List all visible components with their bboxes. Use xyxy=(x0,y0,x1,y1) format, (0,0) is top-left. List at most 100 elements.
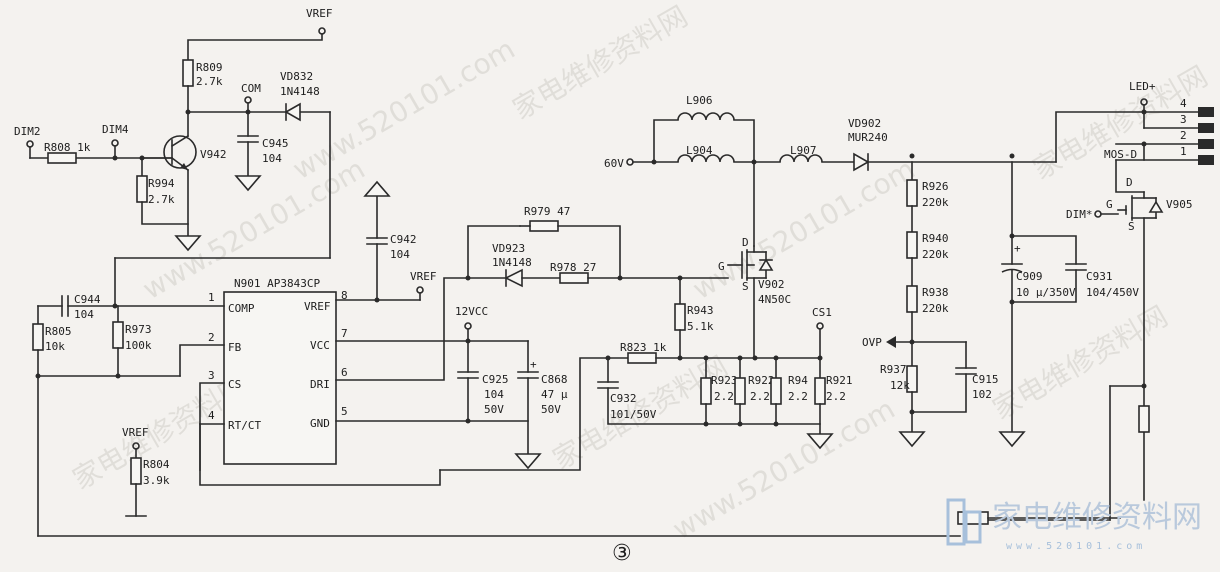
led-connector-section: LED+ 4 3 2 1 MOS-D D G S V905 DIM* xyxy=(957,80,1214,525)
r804-label: R804 xyxy=(143,458,170,471)
watermark-text: www.520101.com xyxy=(287,32,521,186)
c868-value: 47 μ xyxy=(541,388,568,401)
r926-value: 220k xyxy=(922,196,949,209)
r994-value: 2.7k xyxy=(148,193,175,206)
resistor-r823 xyxy=(627,352,657,364)
r923-label: R923 xyxy=(711,374,738,387)
ground-symbol xyxy=(514,453,542,470)
vd923-label: VD923 xyxy=(492,242,525,255)
60v-terminal xyxy=(626,158,634,166)
resistor-r940 xyxy=(906,231,918,259)
l904-label: L904 xyxy=(686,144,713,157)
c942-label: C942 xyxy=(390,233,417,246)
brand-text: 家电维修资料网 xyxy=(992,500,1202,535)
ic-pin-fb: FB xyxy=(228,341,242,354)
vref-terminal xyxy=(416,286,424,294)
ic-title: N901 AP3843CP xyxy=(234,277,320,290)
polarity-plus: + xyxy=(1014,242,1021,255)
r973-value: 100k xyxy=(125,339,152,352)
pin-number: 6 xyxy=(341,366,348,379)
ic-pin-comp: COMP xyxy=(228,302,255,315)
c915-label: C915 xyxy=(972,373,999,386)
c909-label: C909 xyxy=(1016,270,1043,283)
ground-symbol xyxy=(898,431,926,448)
drain-label: D xyxy=(1126,176,1133,189)
ground-symbol xyxy=(998,431,1026,448)
c932-label: C932 xyxy=(610,392,637,405)
connector-pin-number: 2 xyxy=(1180,129,1187,142)
resistor-r805 xyxy=(32,323,44,351)
60v-net-label: 60V xyxy=(604,157,624,170)
feedback-network: C944 104 R805 10k R973 100k VREF R804 3.… xyxy=(32,293,961,537)
connector-pin xyxy=(1198,155,1214,165)
resistor-r978 xyxy=(559,272,589,284)
resistor-r808 xyxy=(47,152,77,164)
vd832-label: VD832 xyxy=(280,70,313,83)
r940-label: R940 xyxy=(922,232,949,245)
ic-n901-body xyxy=(223,291,337,465)
gate-label: G xyxy=(718,260,725,273)
r809-value: 2.7k xyxy=(196,75,223,88)
vd902-value: MUR240 xyxy=(848,131,888,144)
vd902-label: VD902 xyxy=(848,117,881,130)
polarity-plus: + xyxy=(530,358,537,371)
c931-value: 104/450V xyxy=(1086,286,1139,299)
diode-vd832 xyxy=(284,102,301,122)
ic-pin-cs: CS xyxy=(228,378,241,391)
r94-label: R94 xyxy=(788,374,808,387)
ground-symbol xyxy=(806,433,834,450)
vd832-value: 1N4148 xyxy=(280,85,320,98)
ic-pin-dri: DRI xyxy=(310,378,330,391)
l906-label: L906 xyxy=(686,94,713,107)
r979-label: R979 47 xyxy=(524,205,570,218)
c925-value: 104 xyxy=(484,388,504,401)
ic-pin-vref: VREF xyxy=(304,300,331,313)
r922-value: 2.2 xyxy=(750,390,770,403)
dim-star-net-label: DIM* xyxy=(1066,208,1093,221)
com-terminal xyxy=(244,96,252,104)
diode-vd923 xyxy=(504,268,523,288)
r973-label: R973 xyxy=(125,323,152,336)
resistor-r923 xyxy=(700,377,712,405)
watermark-text: 家电维修资料网 xyxy=(507,0,693,126)
vref-net-label: VREF xyxy=(122,426,149,439)
c944-value: 104 xyxy=(74,308,94,321)
pin-number: 7 xyxy=(341,327,348,340)
connector-pin xyxy=(1198,107,1214,117)
dim4-net-label: DIM4 xyxy=(102,123,129,136)
v905-label: V905 xyxy=(1166,198,1193,211)
r804-value: 3.9k xyxy=(143,474,170,487)
v902-value: 4N50C xyxy=(758,293,791,306)
resistor-r804 xyxy=(130,457,142,485)
r940-value: 220k xyxy=(922,248,949,261)
ic-pin-rtct: RT/CT xyxy=(228,419,261,432)
source-label: S xyxy=(742,280,749,293)
ic-pin-gnd: GND xyxy=(310,417,330,430)
brand-url: www.520101.com xyxy=(1006,541,1146,552)
r943-value: 5.1k xyxy=(687,320,714,333)
resistor-r979 xyxy=(529,220,559,232)
r922-label: R922 xyxy=(748,374,775,387)
dim2-terminal xyxy=(26,140,34,148)
ovp-net-label: OVP xyxy=(862,336,882,349)
pin-number: 3 xyxy=(208,369,215,382)
led-plus-net-label: LED+ xyxy=(1129,80,1156,93)
connector-pin-number: 3 xyxy=(1180,113,1187,126)
cs1-terminal xyxy=(816,322,824,330)
cs1-net-label: CS1 xyxy=(812,306,832,319)
connector-pin-number: 4 xyxy=(1180,97,1187,110)
mos-d-net-label: MOS-D xyxy=(1104,148,1137,161)
inductor-l904 xyxy=(677,154,735,163)
ic-pin-vcc: VCC xyxy=(310,339,330,352)
ground-symbol xyxy=(174,235,202,252)
c909-value: 10 μ/350V xyxy=(1016,286,1076,299)
c915-value: 102 xyxy=(972,388,992,401)
resistor-r921 xyxy=(814,377,826,405)
dim-star-terminal xyxy=(1094,210,1102,218)
boost-power-stage: 60V L906 L904 L907 VD902 MUR240 xyxy=(604,94,1057,359)
resistor-r94 xyxy=(770,377,782,405)
figure-number: ③ xyxy=(612,541,632,566)
r926-label: R926 xyxy=(922,180,949,193)
c945-value: 104 xyxy=(262,152,282,165)
